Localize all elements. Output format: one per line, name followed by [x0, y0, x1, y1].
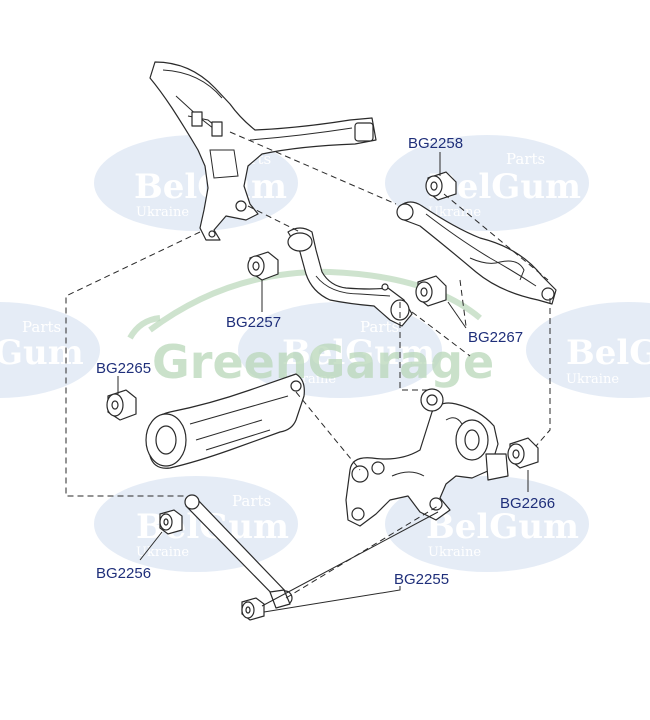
middle-control-arm: [287, 227, 413, 327]
bushing-bg2266: [507, 437, 539, 469]
lower-spring-arm: [145, 373, 305, 469]
bushing-bg2265: [106, 389, 137, 421]
label-bg2266: BG2266: [500, 495, 555, 512]
watermark-bottom-left: Parts BelGum Ukraine: [94, 476, 298, 572]
watermark-mid-center: Parts BelGum Ukraine: [238, 302, 442, 398]
wheel-carrier: [345, 388, 509, 527]
label-bg2256: BG2256: [96, 565, 151, 582]
label-bg2255: BG2255: [394, 571, 449, 588]
watermark-brand-text: BelGum: [282, 333, 435, 373]
bushing-bg2257: [247, 251, 279, 281]
label-bg2257: BG2257: [226, 314, 281, 331]
rear-subframe: [149, 61, 377, 241]
watermark-parts-text: Parts: [360, 318, 399, 336]
label-bg2258: BG2258: [408, 135, 463, 152]
assembly-lines: [65, 131, 551, 599]
watermark-country-text: Ukraine: [136, 545, 189, 560]
watermark-country-text: Ukraine: [136, 205, 189, 220]
watermark-brand-partial-text: BelG: [566, 333, 650, 373]
watermark-brand-partial-text: Gum: [0, 333, 84, 373]
label-bg2265: BG2265: [96, 360, 151, 377]
watermark-mid-left: Parts Gum: [0, 302, 100, 398]
watermark-country-text: Ukraine: [428, 545, 481, 560]
bushing-bg2267: [415, 275, 447, 307]
watermark-mid-right: BelG Ukraine: [526, 302, 650, 398]
leader-lines: [117, 152, 529, 613]
watermark-brand-text: BelGum: [426, 507, 579, 547]
watermark-top-right: Parts BelGum Ukraine: [385, 135, 589, 231]
watermark-parts-text: Parts: [22, 318, 61, 336]
watermark-parts-text: Parts: [506, 150, 545, 168]
watermark-country-text: Ukraine: [428, 205, 481, 220]
watermark-country-text: Ukraine: [566, 372, 619, 387]
label-bg2267: BG2267: [468, 329, 523, 346]
upper-control-arm-right: [396, 201, 557, 305]
garage-watermark-text: GreenGarage: [152, 335, 494, 389]
bushing-bg2255: [241, 597, 265, 621]
watermark-parts-text: Parts: [232, 492, 271, 510]
bushing-bg2256: [159, 509, 183, 535]
greengarage-watermark: GreenGarage: [127, 268, 494, 389]
bushing-bg2258: [425, 171, 457, 201]
